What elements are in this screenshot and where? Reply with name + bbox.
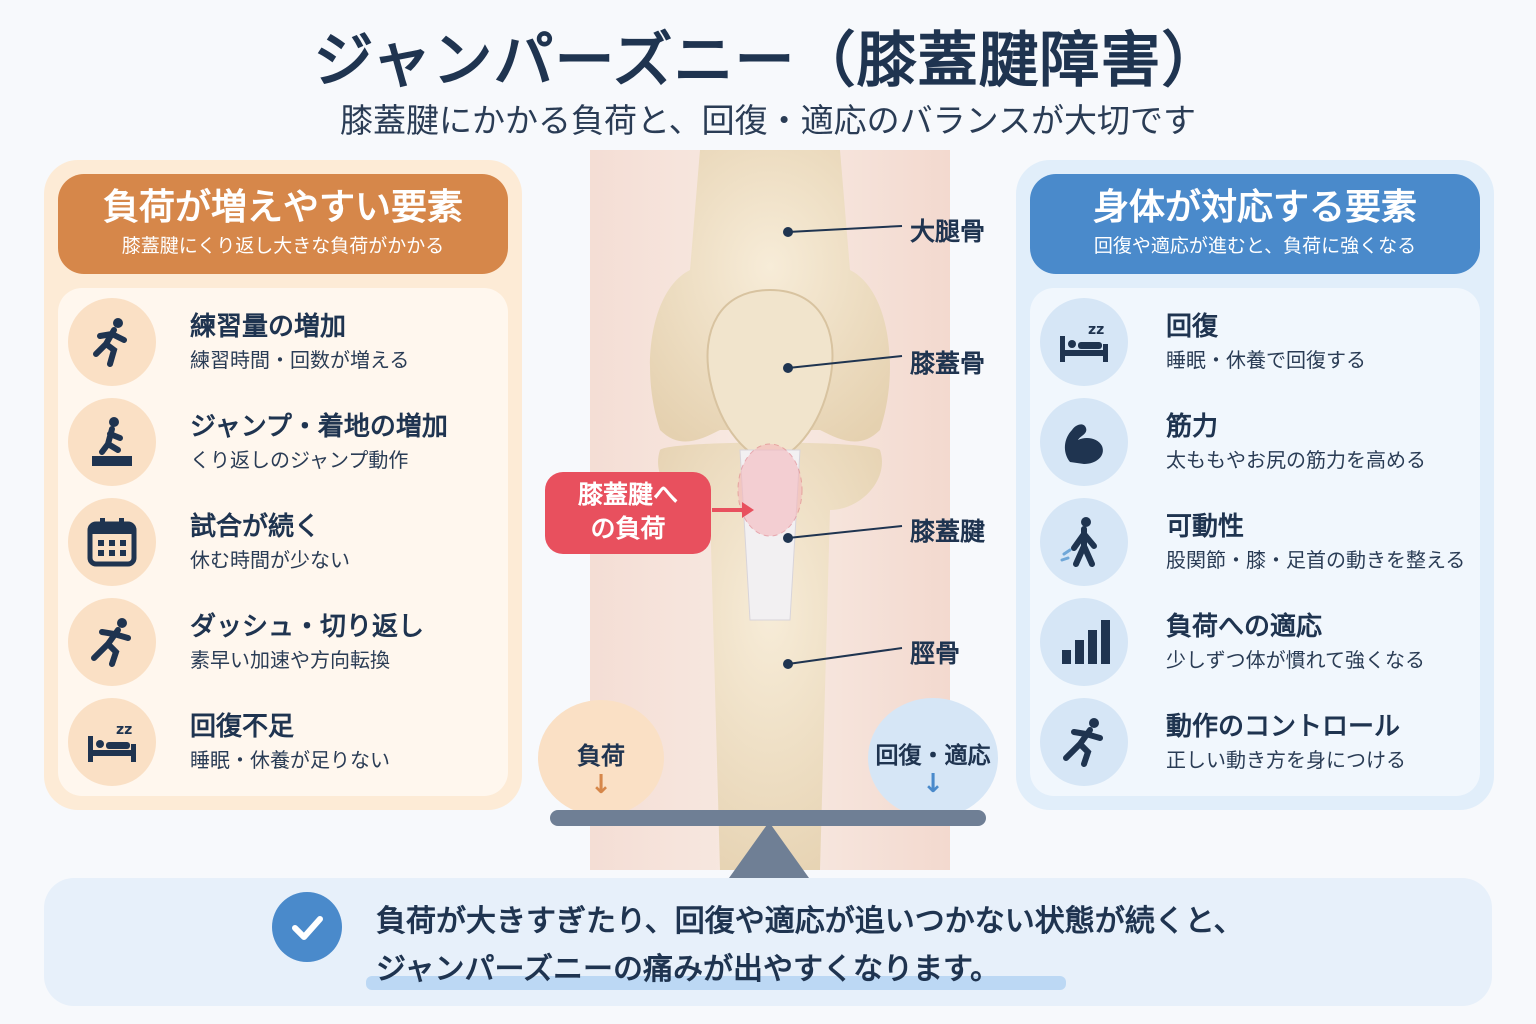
page-subtitle: 膝蓋腱にかかる負荷と、回復・適応のバランスが大切です bbox=[339, 101, 1197, 140]
list-item: 可動性 股関節・膝・足首の動きを整える bbox=[1040, 492, 1470, 592]
adaptation-factors-panel: 身体が対応する要素 回復や適応が進むと、負荷に強くなる zz 回復 睡眠・休養で… bbox=[1016, 160, 1494, 810]
item-desc: 正しい動き方を身につける bbox=[1166, 748, 1406, 772]
item-title: ダッシュ・切り返し bbox=[190, 612, 425, 642]
load-factors-heading: 負荷が増えやすい要素 bbox=[102, 187, 463, 228]
item-title: 可動性 bbox=[1166, 512, 1245, 542]
item-desc: 素早い加速や方向転換 bbox=[190, 648, 390, 672]
item-title: 試合が続く bbox=[190, 512, 321, 542]
tendon-load-callout: 膝蓋腱へ の負荷 bbox=[545, 472, 711, 554]
callout-line1: 膝蓋腱へ bbox=[577, 480, 678, 509]
item-desc: 休む時間が少ない bbox=[190, 548, 350, 572]
load-bubble: 負荷 ↓ bbox=[538, 700, 664, 816]
item-desc: 少しずつ体が慣れて強くなる bbox=[1166, 648, 1425, 672]
item-desc: 練習時間・回数が増える bbox=[190, 348, 410, 372]
checkmark-icon bbox=[272, 892, 342, 962]
page-title: ジャンパーズニー（膝蓋腱障害） bbox=[313, 26, 1223, 96]
patellar-tendon-label: 膝蓋腱 bbox=[910, 517, 986, 546]
list-item: 練習量の増加 練習時間・回数が増える bbox=[68, 292, 498, 392]
item-title: 練習量の増加 bbox=[190, 312, 347, 342]
adaptation-factors-list: zz 回復 睡眠・休養で回復する 筋力 太ももやお尻の筋力を高める 可動性 股関… bbox=[1030, 288, 1480, 796]
load-label: 負荷 bbox=[577, 742, 625, 770]
item-desc: 睡眠・休養で回復する bbox=[1166, 348, 1366, 372]
down-arrow-icon: ↓ bbox=[590, 770, 612, 800]
bar-graph-icon bbox=[1040, 598, 1128, 686]
sprinting-person-icon bbox=[68, 598, 156, 686]
adaptation-factors-subheading: 回復や適応が進むと、負荷に強くなる bbox=[1093, 235, 1417, 257]
item-desc: 股関節・膝・足首の動きを整える bbox=[1166, 548, 1466, 572]
running-person-icon bbox=[1040, 698, 1128, 786]
recovery-bubble: 回復・適応 ↓ bbox=[868, 698, 998, 818]
load-factors-list: 練習量の増加 練習時間・回数が増える ジャンプ・着地の増加 くり返しのジャンプ動… bbox=[58, 288, 508, 796]
tibia-label: 脛骨 bbox=[910, 639, 961, 668]
load-factors-header: 負荷が増えやすい要素 膝蓋腱にくり返し大きな負荷がかかる bbox=[58, 174, 508, 274]
balance-fulcrum bbox=[729, 822, 809, 878]
text-highlight bbox=[366, 976, 1066, 990]
list-item: zz 回復 睡眠・休養で回復する bbox=[1040, 292, 1470, 392]
list-item: 負荷への適応 少しずつ体が慣れて強くなる bbox=[1040, 592, 1470, 692]
list-item: ダッシュ・切り返し 素早い加速や方向転換 bbox=[68, 592, 498, 692]
femur-label: 大腿骨 bbox=[910, 217, 986, 246]
down-arrow-icon: ↓ bbox=[922, 769, 944, 799]
item-desc: 太ももやお尻の筋力を高める bbox=[1166, 448, 1426, 472]
load-factors-subheading: 膝蓋腱にくり返し大きな負荷がかかる bbox=[121, 235, 445, 257]
item-title: ジャンプ・着地の増加 bbox=[190, 412, 448, 442]
item-title: 回復不足 bbox=[190, 712, 295, 742]
patella-label: 膝蓋骨 bbox=[910, 349, 986, 378]
svg-text:zz: zz bbox=[1088, 322, 1104, 338]
stretching-person-icon bbox=[1040, 498, 1128, 586]
calendar-icon bbox=[68, 498, 156, 586]
list-item: ジャンプ・着地の増加 くり返しのジャンプ動作 bbox=[68, 392, 498, 492]
adaptation-factors-heading: 身体が対応する要素 bbox=[1092, 187, 1417, 228]
item-title: 負荷への適応 bbox=[1166, 612, 1323, 642]
balance-beam bbox=[550, 810, 986, 826]
item-title: 回復 bbox=[1166, 312, 1219, 342]
summary-line1: 負荷が大きすぎたり、回復や適応が追いつかない状態が続くと、 bbox=[376, 904, 1244, 939]
callout-line2: の負荷 bbox=[590, 514, 666, 543]
list-item: zz 回復不足 睡眠・休養が足りない bbox=[68, 692, 498, 792]
item-title: 動作のコントロール bbox=[1166, 712, 1401, 742]
flexed-arm-icon bbox=[1040, 398, 1128, 486]
tendon-load-highlight bbox=[737, 443, 803, 537]
recovery-label: 回復・適応 bbox=[875, 743, 991, 769]
item-desc: 睡眠・休養が足りない bbox=[190, 748, 390, 772]
list-item: 筋力 太ももやお尻の筋力を高める bbox=[1040, 392, 1470, 492]
sleeping-bed-icon: zz bbox=[68, 698, 156, 786]
adaptation-factors-header: 身体が対応する要素 回復や適応が進むと、負荷に強くなる bbox=[1030, 174, 1480, 274]
jumping-person-icon bbox=[68, 398, 156, 486]
list-item: 動作のコントロール 正しい動き方を身につける bbox=[1040, 692, 1470, 792]
list-item: 試合が続く 休む時間が少ない bbox=[68, 492, 498, 592]
svg-text:zz: zz bbox=[116, 722, 132, 738]
item-title: 筋力 bbox=[1166, 412, 1219, 442]
summary-line2: ジャンパーズニーの痛みが出やすくなります。 bbox=[376, 952, 1000, 987]
running-person-icon bbox=[68, 298, 156, 386]
tibia-bone bbox=[658, 442, 882, 870]
load-factors-panel: 負荷が増えやすい要素 膝蓋腱にくり返し大きな負荷がかかる 練習量の増加 練習時間… bbox=[44, 160, 522, 810]
item-desc: くり返しのジャンプ動作 bbox=[190, 448, 409, 472]
sleeping-bed-icon: zz bbox=[1040, 298, 1128, 386]
summary-note: 負荷が大きすぎたり、回復や適応が追いつかない状態が続くと、 ジャンパーズニーの痛… bbox=[44, 878, 1492, 1006]
